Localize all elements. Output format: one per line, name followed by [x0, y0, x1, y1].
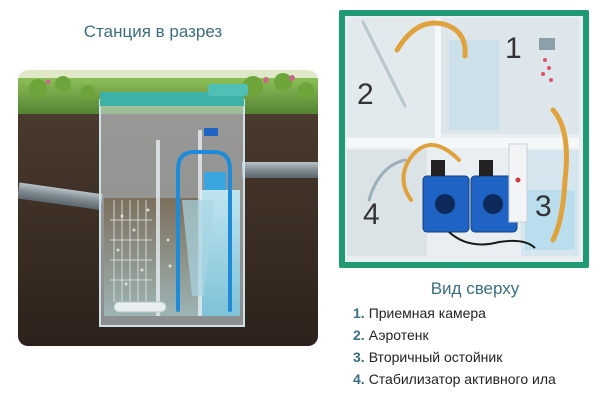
- legend-label: Вторичный остойник: [368, 349, 503, 365]
- legend-item: 2.Аэротенк: [353, 324, 556, 346]
- legend-label: Стабилизатор активного ила: [368, 371, 556, 387]
- diffuser-tube: [113, 301, 167, 313]
- top-view-title: Вид сверху: [430, 279, 520, 298]
- legend-number: 4.: [353, 371, 365, 387]
- legend-number: 3.: [353, 349, 365, 365]
- legend-item: 3.Вторичный остойник: [353, 346, 556, 368]
- legend-label: Аэротенк: [368, 327, 429, 343]
- zone-label-3: 3: [535, 190, 552, 223]
- tank-lid: [100, 92, 244, 106]
- control-module: [508, 143, 528, 223]
- legend-list: 1.Приемная камера 2.Аэротенк 3.Вторичный…: [353, 302, 556, 390]
- zone-label-4: 4: [363, 198, 380, 231]
- zone-label-2: 2: [357, 78, 374, 111]
- outlet-pipe: [242, 162, 318, 178]
- legend-item: 1.Приемная камера: [353, 302, 556, 324]
- top-view-illustration: 1 2 3 4: [339, 10, 589, 268]
- zone-stabilizer: [347, 150, 427, 256]
- section-cut-title: Станция в разрез: [83, 22, 223, 41]
- legend-label: Приемная камера: [368, 305, 486, 321]
- legend-item: 4.Стабилизатор активного ила: [353, 368, 556, 390]
- inlet-pipe: [18, 182, 103, 211]
- section-cut-illustration: [18, 70, 318, 346]
- legend-number: 1.: [353, 305, 365, 321]
- legend-number: 2.: [353, 327, 365, 343]
- zone-label-1: 1: [505, 32, 522, 65]
